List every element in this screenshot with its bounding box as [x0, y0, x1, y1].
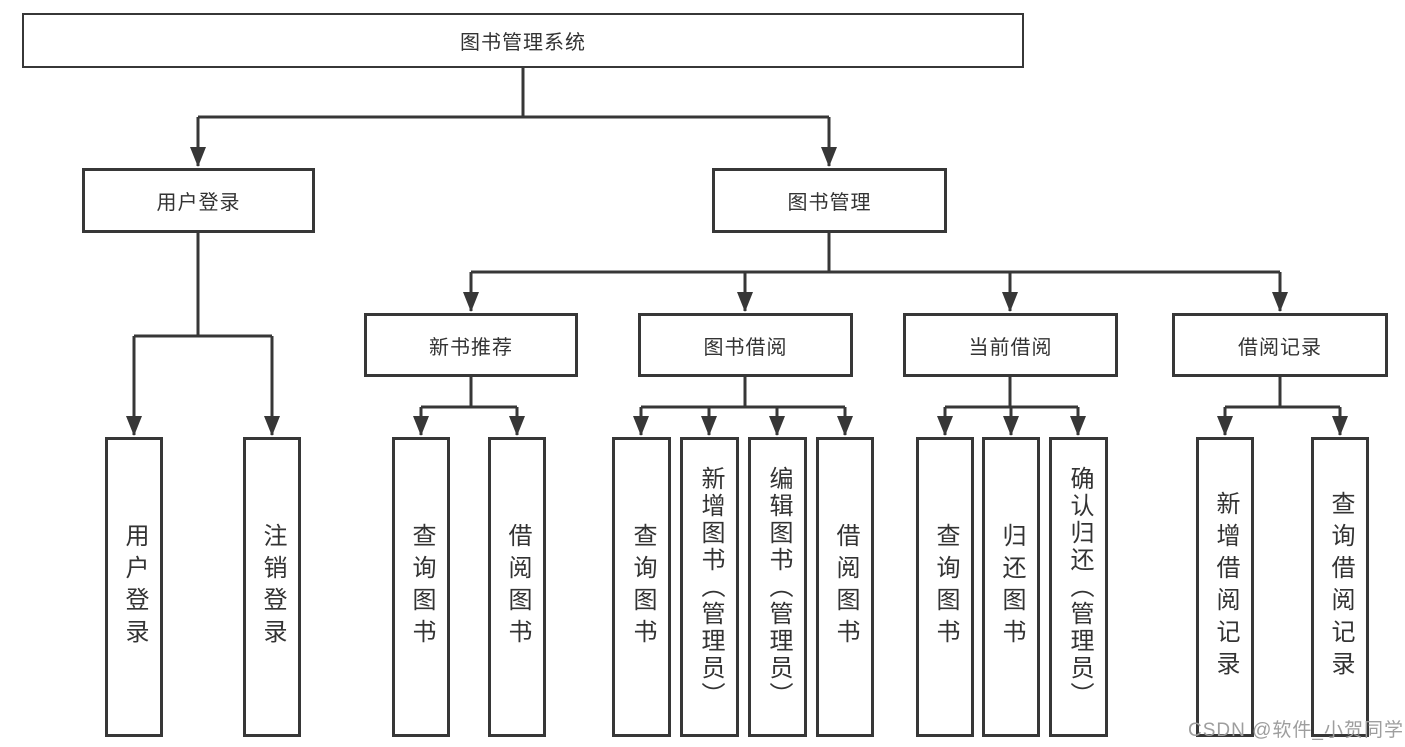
leaf-confirm-return-admin: 确认归还（管理员） — [1049, 437, 1108, 737]
leaf-query-books-borrowing: 查询图书 — [612, 437, 671, 737]
node-root: 图书管理系统 — [22, 13, 1024, 68]
leaf-query-borrow-record: 查询借阅记录 — [1311, 437, 1369, 737]
node-current-borrowing: 当前借阅 — [903, 313, 1118, 377]
leaf-query-books-current: 查询图书 — [916, 437, 974, 737]
leaf-logout: 注销登录 — [243, 437, 301, 737]
node-book-borrowing: 图书借阅 — [638, 313, 853, 377]
csdn-watermark: CSDN @软件_小贺同学 — [1188, 720, 1404, 741]
node-book-management: 图书管理 — [712, 168, 947, 233]
leaf-borrow-books-borrowing: 借阅图书 — [816, 437, 874, 737]
leaf-user-login: 用户登录 — [105, 437, 163, 737]
node-user-login: 用户登录 — [82, 168, 315, 233]
node-borrowing-records: 借阅记录 — [1172, 313, 1388, 377]
node-new-book-recommendation: 新书推荐 — [364, 313, 578, 377]
leaf-add-books-admin: 新增图书（管理员） — [680, 437, 739, 737]
leaf-query-books-recommend: 查询图书 — [392, 437, 450, 737]
connector-trunk-lines — [134, 68, 1340, 409]
leaf-edit-books-admin: 编辑图书（管理员） — [748, 437, 807, 737]
leaf-add-borrow-record: 新增借阅记录 — [1196, 437, 1254, 737]
leaf-borrow-books-recommend: 借阅图书 — [488, 437, 546, 737]
leaf-return-books: 归还图书 — [982, 437, 1040, 737]
